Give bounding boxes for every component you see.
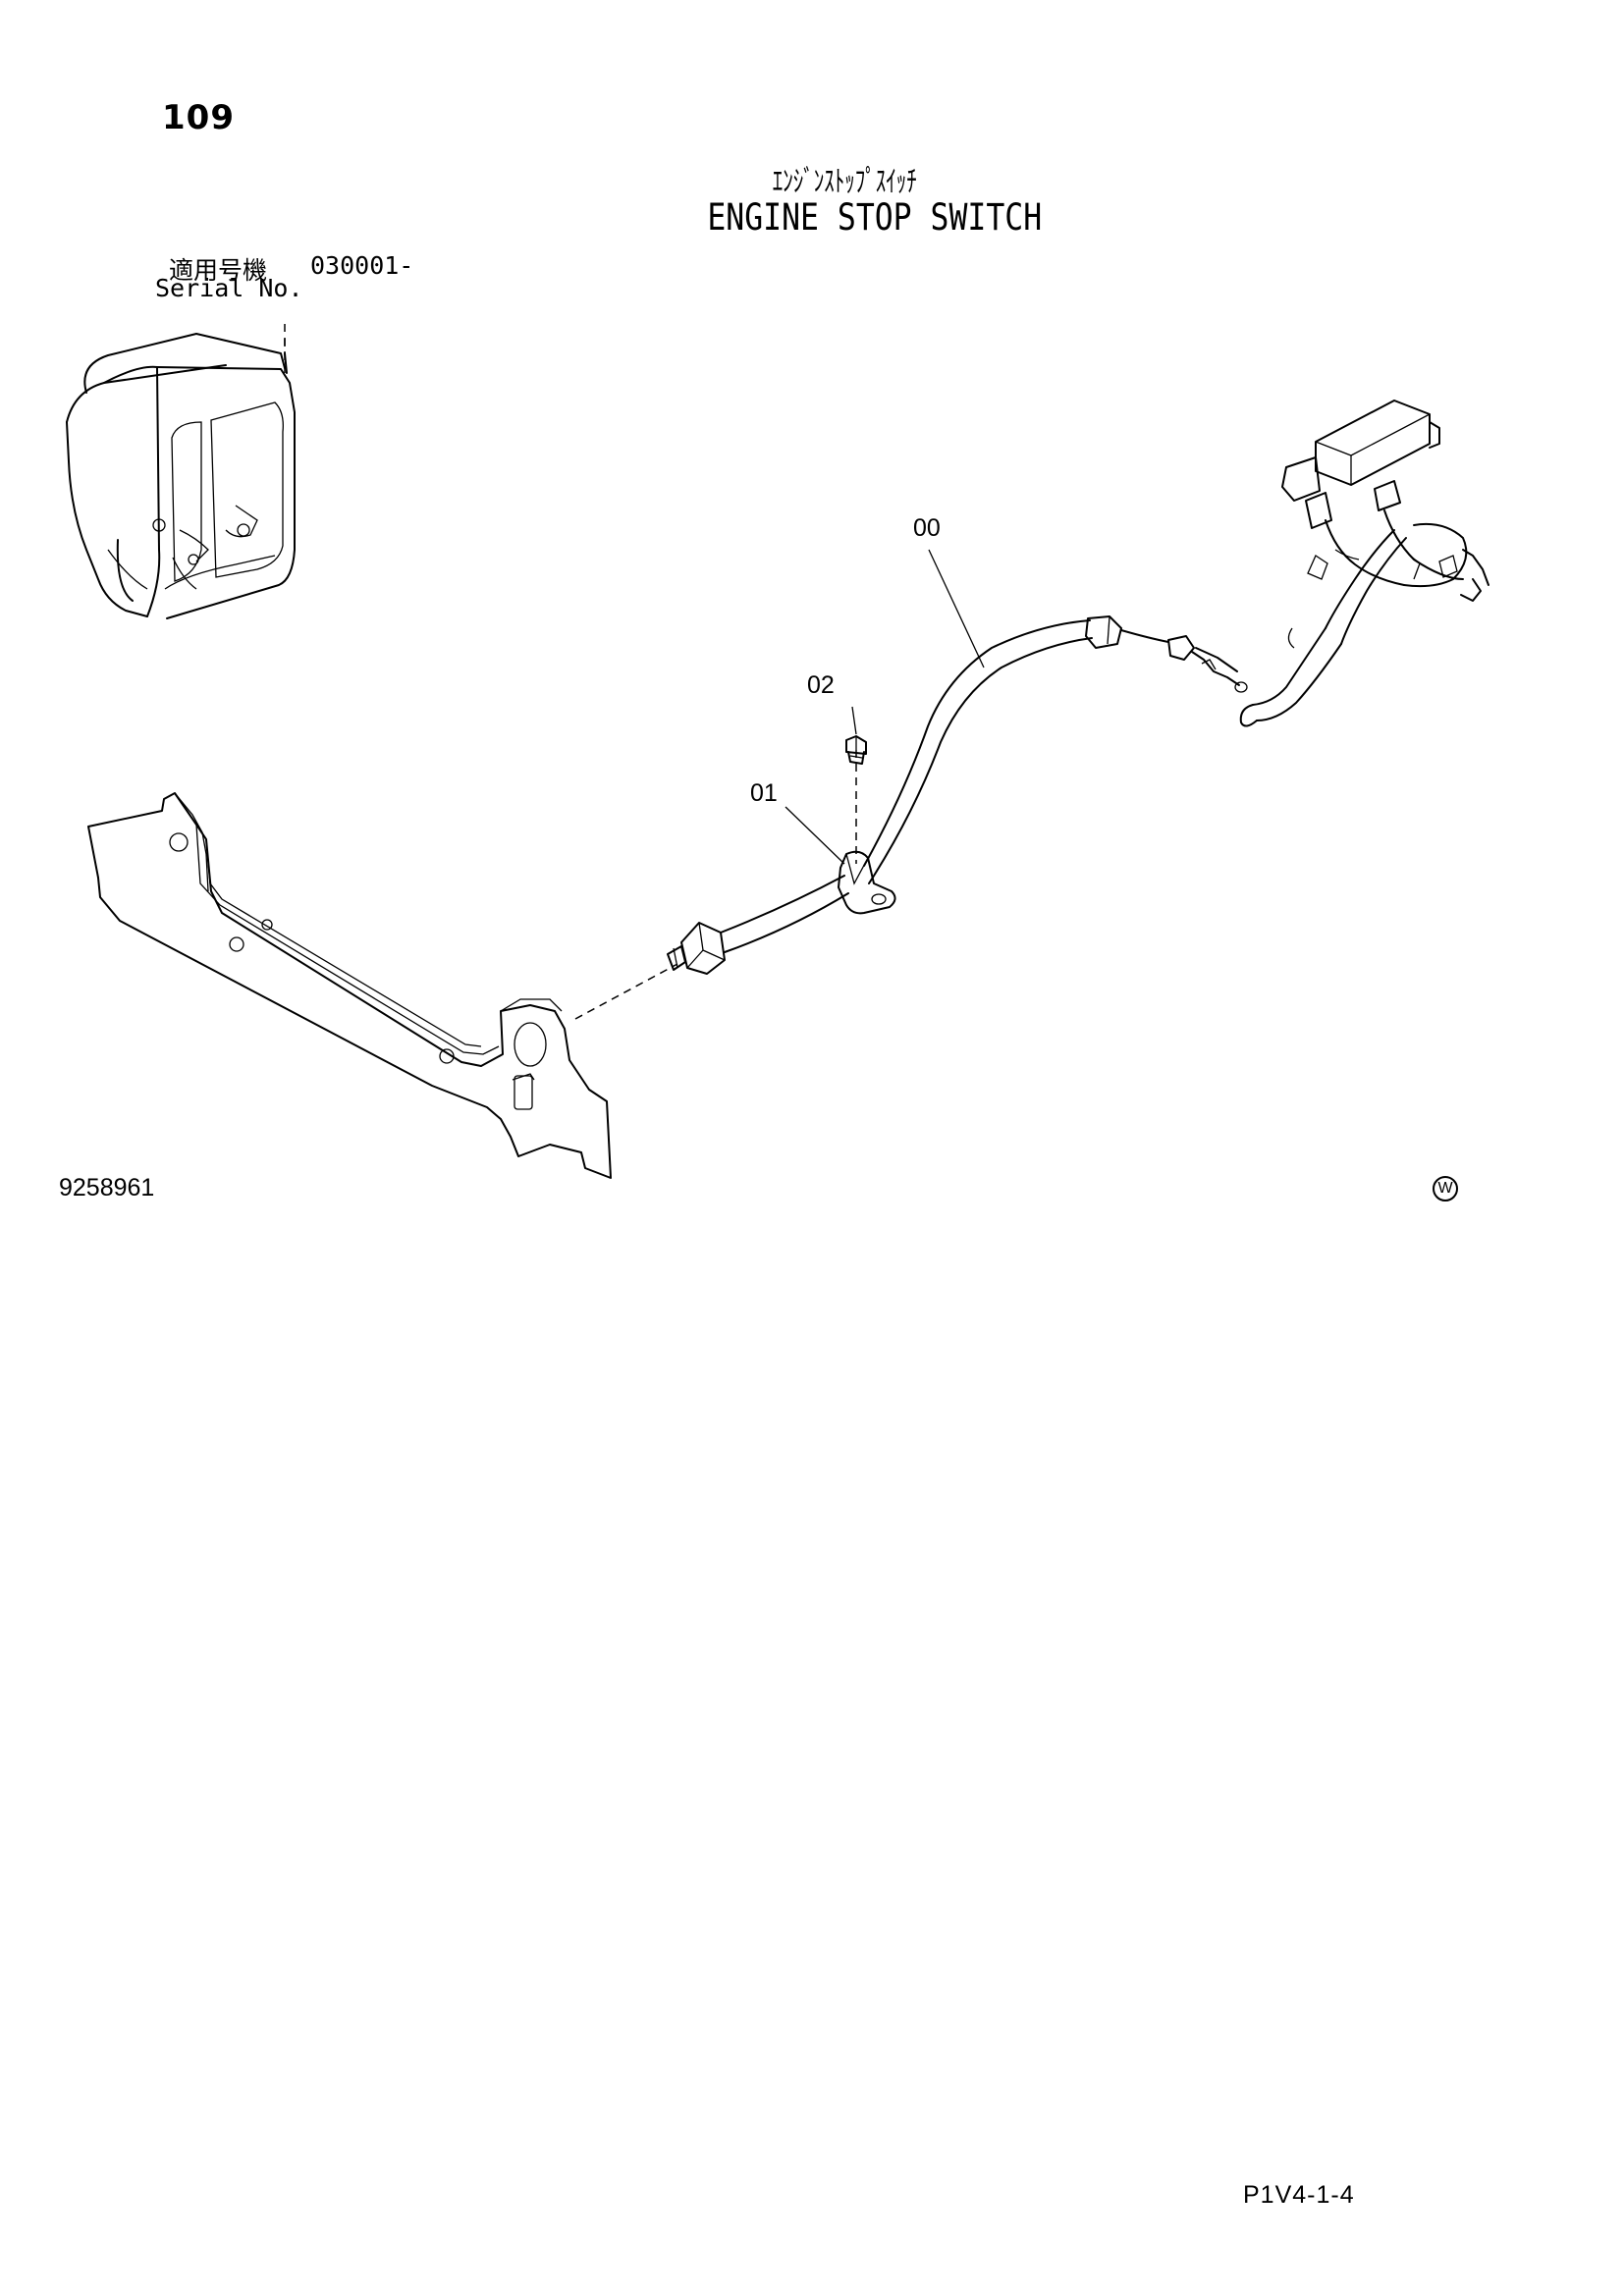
w-mark: W (1433, 1176, 1458, 1201)
serial-label-english: Serial No. (155, 274, 303, 302)
harness-connectors (1085, 615, 1248, 693)
page-number: 109 (162, 98, 235, 137)
part-label-01: 01 (750, 779, 778, 807)
part-label-02: 02 (807, 671, 835, 699)
serial-value: 030001- (310, 251, 414, 280)
clamp (838, 850, 896, 915)
serial-label-japanese: 適用号機 (169, 256, 268, 285)
leader-lines (785, 549, 985, 865)
harness-cable (720, 619, 1093, 953)
part-label-00: 00 (913, 514, 941, 542)
mounting-bracket (87, 792, 612, 1179)
title-english: ENGINE STOP SWITCH (707, 196, 1043, 239)
stop-switch (667, 922, 726, 975)
relay-harness (1239, 400, 1489, 727)
exploded-parts-diagram (66, 324, 1489, 1179)
assembly-line (574, 963, 678, 1020)
title-japanese: ｴﾝｼﾞﾝｽﾄｯﾌﾟｽｲｯﾁ (772, 165, 917, 199)
cab-thumbnail (66, 324, 296, 619)
drawing-number: 9258961 (59, 1174, 155, 1201)
page-reference: P1V4-1-4 (1243, 2181, 1355, 2209)
bolt (845, 735, 867, 765)
